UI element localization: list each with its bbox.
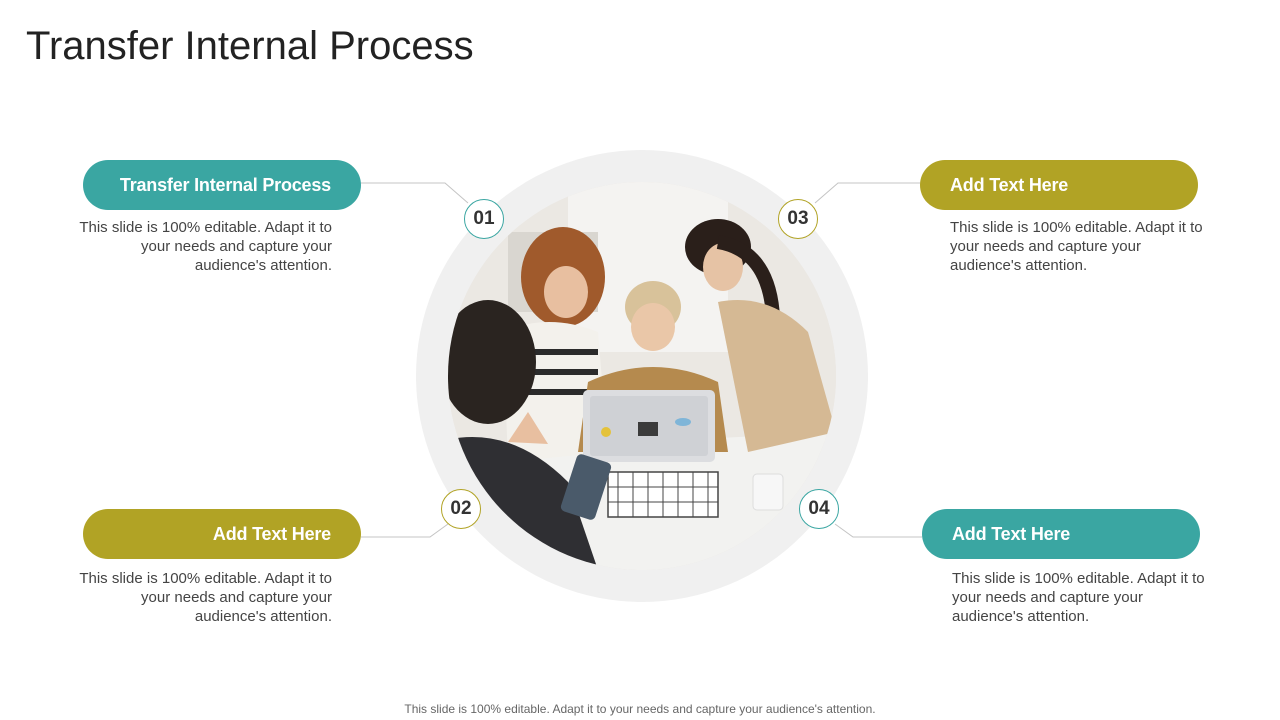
heading-02: Add Text Here <box>212 523 331 544</box>
description-02: This slide is 100% editable. Adapt it to… <box>79 570 332 625</box>
connector-02 <box>361 523 449 538</box>
heading-03: Add Text Here <box>950 174 1069 195</box>
connector-04 <box>834 523 922 538</box>
page-title: Transfer Internal Process <box>26 24 474 68</box>
step-badge-02: 02 <box>441 489 481 529</box>
heading-01: Transfer Internal Process <box>119 174 331 195</box>
description-01: This slide is 100% editable. Adapt it to… <box>79 219 332 274</box>
description-04: This slide is 100% editable. Adapt it to… <box>952 570 1205 625</box>
step-badge-04: 04 <box>799 489 839 529</box>
heading-pill-04: Add Text Here <box>922 509 1200 559</box>
team-photo-illustration <box>448 182 836 570</box>
heading-pill-03: Add Text Here <box>920 160 1198 210</box>
connector-03 <box>814 182 920 204</box>
heading-pill-02: Add Text Here <box>83 509 361 559</box>
team-photo <box>448 182 836 570</box>
connector-01 <box>361 182 469 204</box>
footer-note: This slide is 100% editable. Adapt it to… <box>404 702 876 716</box>
step-badge-03: 03 <box>778 199 818 239</box>
heading-pill-01: Transfer Internal Process <box>83 160 361 210</box>
heading-04: Add Text Here <box>952 523 1071 544</box>
step-badge-01: 01 <box>464 199 504 239</box>
description-03: This slide is 100% editable. Adapt it to… <box>950 219 1203 274</box>
